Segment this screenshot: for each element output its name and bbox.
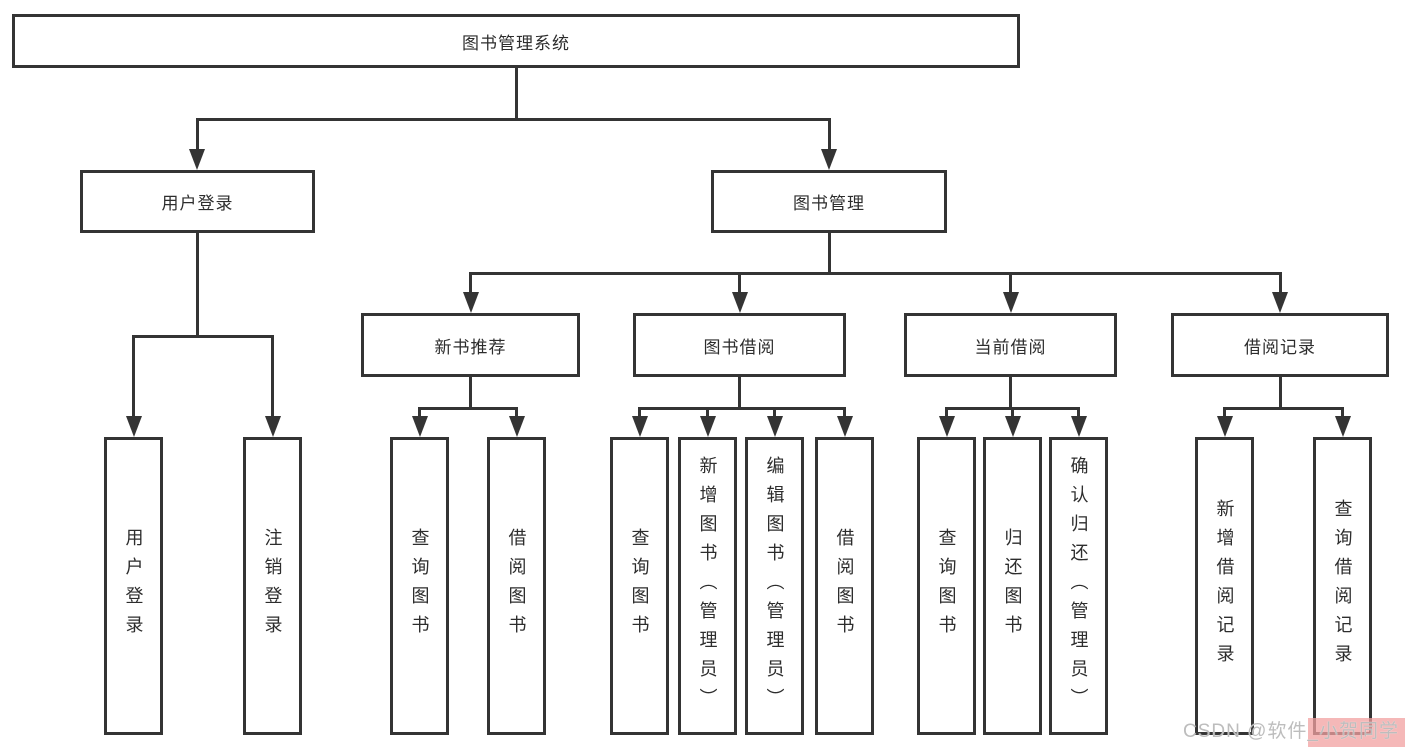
node-label: 编辑图书（管理员） (764, 455, 785, 717)
node-label: 借阅记录 (1244, 337, 1316, 357)
connector-line (827, 233, 831, 274)
node-label: 确认归还（管理员） (1068, 455, 1089, 717)
arrowhead (821, 149, 837, 170)
arrowhead (1334, 416, 1351, 437)
node-label: 图书管理 (793, 194, 865, 213)
connector-line (1223, 407, 1344, 410)
connector-line (195, 118, 831, 121)
connector-line (195, 118, 199, 151)
connector-line (738, 377, 741, 408)
leaf-confirm-return-admin: 确认归还（管理员） (1049, 437, 1108, 735)
arrowhead (1272, 292, 1288, 313)
node-label: 注销登录 (262, 528, 283, 644)
connector-line (638, 407, 846, 410)
leaf-query-books-borrow: 查询图书 (610, 437, 669, 735)
connector-line (1341, 407, 1344, 418)
connector-line (418, 407, 518, 410)
node-label: 新增借阅记录 (1214, 499, 1235, 673)
connector-line (515, 407, 518, 418)
connector-line (514, 68, 518, 119)
arrowhead (766, 416, 783, 437)
node-label: 图书借阅 (703, 337, 776, 357)
node-book-borrowing: 图书借阅 (633, 313, 846, 377)
node-label: 用户登录 (161, 194, 234, 213)
connector-line (738, 272, 741, 294)
connector-line (1077, 407, 1080, 418)
arrowhead (462, 292, 479, 313)
arrowhead (1002, 292, 1019, 313)
node-library-management-system: 图书管理系统 (12, 14, 1020, 68)
leaf-add-book-admin: 新增图书（管理员） (678, 437, 737, 735)
watermark-accent (1308, 718, 1405, 747)
node-label: 查询借阅记录 (1332, 499, 1353, 673)
arrowhead (836, 416, 853, 437)
connector-line (418, 407, 421, 418)
arrowhead (938, 416, 955, 437)
leaf-edit-book-admin: 编辑图书（管理员） (745, 437, 804, 735)
connector-line (469, 272, 472, 294)
node-label: 新增图书（管理员） (697, 455, 718, 717)
connector-line (1011, 407, 1014, 418)
leaf-return-books: 归还图书 (983, 437, 1042, 735)
node-label: 当前借阅 (974, 337, 1047, 357)
node-label: 图书管理系统 (462, 33, 570, 53)
node-current-borrowing: 当前借阅 (904, 313, 1117, 377)
arrowhead (508, 416, 525, 437)
arrowhead (125, 416, 142, 437)
arrowhead (264, 416, 281, 437)
connector-line (1223, 407, 1226, 418)
leaf-query-borrow-record: 查询借阅记录 (1313, 437, 1372, 735)
watermark: CSDN @软件_小贺同学 (1183, 721, 1399, 742)
leaf-logout: 注销登录 (243, 437, 302, 735)
leaf-add-borrow-record: 新增借阅记录 (1195, 437, 1254, 735)
connector-line (132, 335, 135, 416)
leaf-query-books-recommend: 查询图书 (390, 437, 449, 735)
arrowhead (411, 416, 428, 437)
arrowhead (1216, 416, 1233, 437)
node-label: 查询图书 (629, 528, 650, 644)
connector-line (1278, 272, 1282, 294)
node-label: 查询图书 (936, 528, 957, 644)
arrowhead (699, 416, 716, 437)
node-label: 归还图书 (1002, 528, 1023, 644)
connector-line (1278, 377, 1282, 408)
connector-line (945, 407, 948, 418)
connector-line (827, 118, 831, 151)
arrowhead (731, 292, 748, 313)
node-borrowing-records: 借阅记录 (1171, 313, 1389, 377)
node-label: 新书推荐 (434, 337, 507, 357)
node-book-management: 图书管理 (711, 170, 947, 233)
leaf-borrow-books-recommend: 借阅图书 (487, 437, 546, 735)
leaf-user-login: 用户登录 (104, 437, 163, 735)
connector-line (469, 377, 472, 408)
connector-line (638, 407, 641, 418)
connector-line (271, 335, 274, 416)
arrowhead (189, 149, 205, 170)
connector-line (773, 407, 776, 418)
node-new-book-recommendation: 新书推荐 (361, 313, 580, 377)
connector-line (196, 233, 199, 337)
node-label: 借阅图书 (506, 528, 527, 644)
node-label: 用户登录 (123, 528, 144, 644)
leaf-borrow-books: 借阅图书 (815, 437, 874, 735)
connector-line (1009, 272, 1012, 294)
node-user-login: 用户登录 (80, 170, 315, 233)
arrowhead (1070, 416, 1087, 437)
connector-line (132, 335, 274, 338)
leaf-query-books-current: 查询图书 (917, 437, 976, 735)
connector-line (1009, 377, 1012, 408)
connector-line (469, 272, 1282, 275)
connector-line (706, 407, 709, 418)
arrowhead (631, 416, 648, 437)
connector-line (843, 407, 846, 418)
node-label: 查询图书 (409, 528, 430, 644)
node-label: 借阅图书 (834, 528, 855, 644)
arrowhead (1004, 416, 1021, 437)
